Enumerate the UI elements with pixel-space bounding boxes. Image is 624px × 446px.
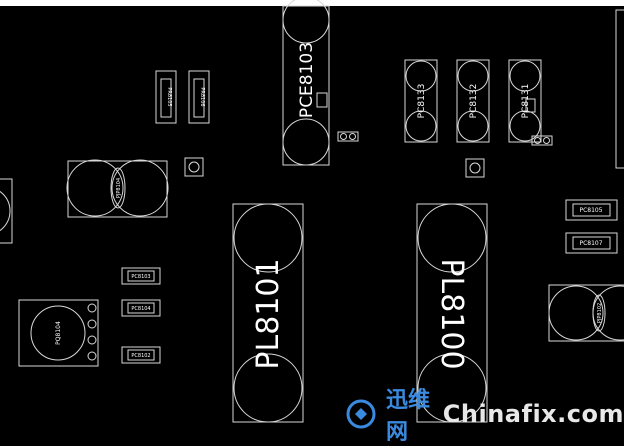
component-pr8106[interactable]: PR8106 [188,70,210,124]
label-pjp8102: PJP8102 [597,303,603,323]
component-pc8131[interactable]: PC8131 [508,59,542,143]
label-pc8107: PC8107 [579,240,602,247]
edge-component-right [615,9,624,169]
component-pl8100[interactable]: PL8100 [416,203,488,423]
label-pl8100: PL8100 [434,258,469,369]
label-pce8103: PCE8103 [297,42,317,118]
component-pjp8102[interactable]: PJP8102 [548,284,624,342]
label-pc8105: PC8105 [579,207,602,214]
component-pc8132[interactable]: PC8132 [456,59,490,143]
component-pc8104[interactable]: PC8104 [121,299,161,317]
label-pc8133: PC8133 [417,84,427,119]
pad-pair-1 [337,131,359,142]
square-pad-2 [465,158,485,178]
component-pce8103[interactable]: PCE8103 [282,0,330,166]
label-pc8131: PC8131 [521,84,531,119]
top-strip [0,0,624,6]
square-pad-1 [184,157,204,177]
component-pjp8104[interactable]: PJP8104 [66,159,169,218]
component-pc8107[interactable]: PC8107 [565,232,618,254]
label-pc8132: PC8132 [469,84,479,119]
label-pc8102: PC8102 [131,353,150,359]
label-pjp8104: PJP8104 [116,178,122,198]
chinafix-logo-icon [346,399,376,429]
label-pl8101: PL8101 [251,258,286,369]
component-pc8105[interactable]: PC8105 [565,199,618,221]
label-pc8103: PC8103 [131,274,150,280]
component-pc8103[interactable]: PC8103 [121,267,161,285]
label-pr8105: PR8105 [166,87,172,106]
component-pc8102[interactable]: PC8102 [121,346,161,364]
label-pc8104: PC8104 [131,306,150,312]
watermark: 迅维网 Chinafix.com [346,388,624,445]
component-pc8133[interactable]: PC8133 [404,59,438,143]
component-pl8101[interactable]: PL8101 [232,203,304,423]
label-pq8104: PQ8104 [55,321,62,345]
edge-component-left [0,178,13,244]
pad-pair-2 [531,135,553,146]
label-pr8106: PR8106 [199,87,205,106]
watermark-brand-en: Chinafix.com [442,400,624,428]
watermark-brand-cn: 迅维网 [386,388,431,445]
component-pq8104[interactable]: PQ8104 [18,299,99,367]
pcb-silkscreen-view: PCE8103 PR8105 PR8106 PJP8104 PC8133 [0,0,624,423]
component-pr8105[interactable]: PR8105 [155,70,177,124]
